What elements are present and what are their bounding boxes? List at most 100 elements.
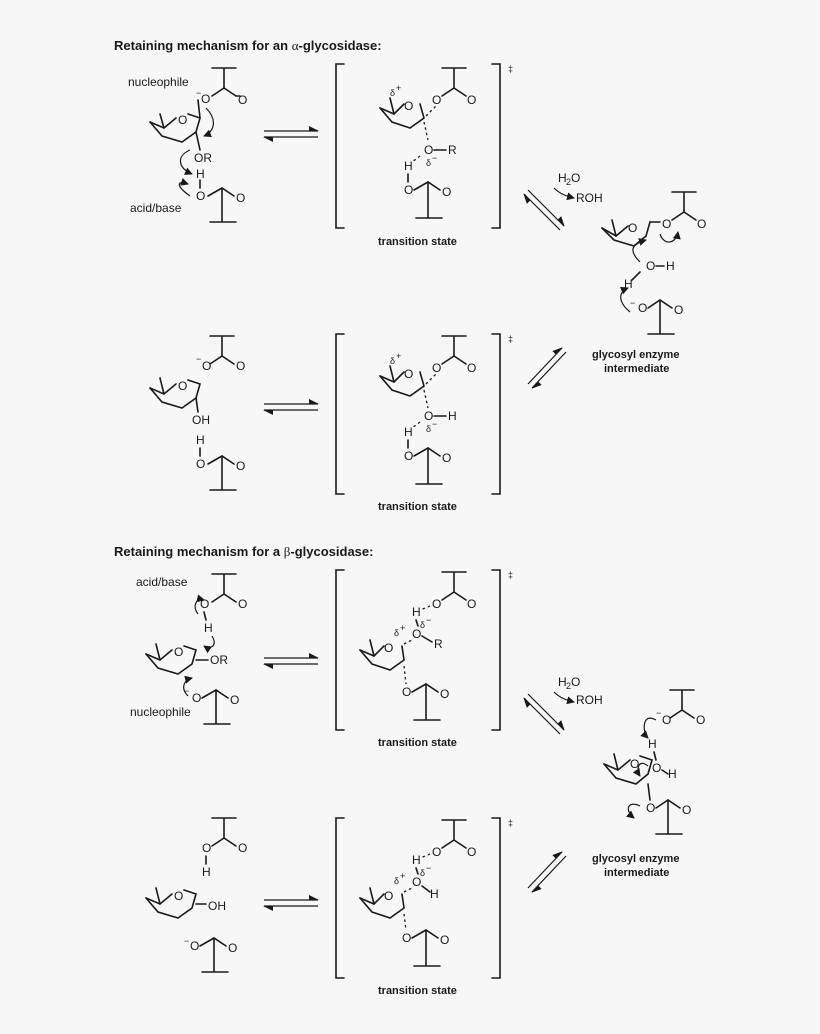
svg-text:O: O xyxy=(674,303,683,317)
svg-text:O: O xyxy=(628,221,637,235)
step-arrow-beta-return xyxy=(527,851,567,893)
svg-text:O: O xyxy=(384,889,393,903)
svg-text:OH: OH xyxy=(208,899,226,913)
svg-text:O: O xyxy=(236,459,245,473)
svg-text:H: H xyxy=(202,865,211,879)
svg-text:δ: δ xyxy=(420,868,425,878)
svg-text:−: − xyxy=(432,419,437,429)
svg-text:O: O xyxy=(412,875,421,889)
section-title-beta: Retaining mechanism for a β-glycosidase: xyxy=(114,544,373,559)
svg-text:glycosyl enzyme: glycosyl enzyme xyxy=(592,853,679,865)
svg-text:‡: ‡ xyxy=(508,818,513,828)
svg-text:O: O xyxy=(202,841,211,855)
equilibrium-arrow-1 xyxy=(263,126,319,142)
svg-text:O: O xyxy=(174,889,183,903)
svg-text:O: O xyxy=(238,597,247,611)
svg-text:nucleophile: nucleophile xyxy=(130,705,191,719)
svg-text:O: O xyxy=(646,259,655,273)
svg-text:OR: OR xyxy=(210,653,228,667)
svg-text:+: + xyxy=(400,871,405,881)
nucleophile-label: nucleophile xyxy=(128,75,189,89)
svg-text:δ: δ xyxy=(420,620,425,630)
svg-text:O: O xyxy=(230,693,239,707)
svg-text:O: O xyxy=(201,92,210,106)
svg-text:+: + xyxy=(396,83,401,93)
svg-text:δ: δ xyxy=(394,628,399,638)
svg-text:−: − xyxy=(432,153,437,163)
svg-text:2: 2 xyxy=(566,177,571,187)
svg-text:H: H xyxy=(196,433,205,447)
svg-text:R: R xyxy=(434,637,443,651)
svg-text:R: R xyxy=(448,143,457,157)
svg-text:O: O xyxy=(432,361,441,375)
step-arrow-water-entry-beta: H 2 O ROH xyxy=(523,675,603,735)
svg-text:O: O xyxy=(236,191,245,205)
svg-text:δ: δ xyxy=(426,424,431,434)
svg-text:H: H xyxy=(624,277,633,291)
svg-text:O: O xyxy=(432,93,441,107)
svg-text:H: H xyxy=(412,853,421,867)
svg-text:O: O xyxy=(442,451,451,465)
svg-text:O: O xyxy=(440,933,449,947)
svg-text:H: H xyxy=(558,171,567,185)
svg-text:‡: ‡ xyxy=(508,334,513,344)
svg-text:−: − xyxy=(184,936,189,946)
svg-text:H: H xyxy=(204,621,213,635)
svg-text:O: O xyxy=(467,361,476,375)
step-arrow-water-entry-alpha: H 2 O ROH xyxy=(523,171,603,231)
svg-text:+: + xyxy=(400,623,405,633)
svg-text:O: O xyxy=(571,675,580,689)
svg-text:O: O xyxy=(200,597,209,611)
svg-text:ROH: ROH xyxy=(576,693,603,707)
section-title-alpha: Retaining mechanism for an α-glycosidase… xyxy=(114,38,382,53)
svg-text:O: O xyxy=(402,685,411,699)
svg-text:O: O xyxy=(662,713,671,727)
svg-text:δ: δ xyxy=(394,876,399,886)
equilibrium-arrow-3 xyxy=(263,653,319,669)
svg-text:2: 2 xyxy=(566,681,571,691)
svg-text:O: O xyxy=(384,641,393,655)
svg-text:O: O xyxy=(228,941,237,955)
transition-state-2: ‡ O O δ + O O H δ − H O O transition sta… xyxy=(335,333,513,513)
transition-state-1: ‡ O O δ + O O R δ − H O O transition sta… xyxy=(335,63,513,248)
svg-text:O: O xyxy=(404,183,413,197)
svg-text:O: O xyxy=(178,113,187,127)
svg-text:−: − xyxy=(656,708,661,718)
svg-text:−: − xyxy=(426,863,431,873)
svg-text:H: H xyxy=(404,425,413,439)
svg-text:OH: OH xyxy=(192,413,210,427)
svg-text:O: O xyxy=(174,645,183,659)
svg-text:δ: δ xyxy=(390,356,395,366)
svg-text:O: O xyxy=(404,367,413,381)
product-beta-hemiacetal: O O H O OH − O O xyxy=(145,817,247,973)
svg-text:glycosyl enzyme: glycosyl enzyme xyxy=(592,349,679,361)
svg-text:H: H xyxy=(404,159,413,173)
svg-text:O: O xyxy=(178,379,187,393)
svg-text:transition state: transition state xyxy=(378,236,457,248)
equilibrium-arrow-4 xyxy=(263,895,319,911)
svg-text:transition state: transition state xyxy=(378,737,457,749)
svg-text:O: O xyxy=(571,171,580,185)
svg-text:δ: δ xyxy=(426,158,431,168)
svg-text:−: − xyxy=(630,298,635,308)
svg-text:transition state: transition state xyxy=(378,501,457,513)
svg-text:−: − xyxy=(184,686,189,696)
svg-text:O: O xyxy=(238,93,247,107)
svg-text:‡: ‡ xyxy=(508,570,513,580)
svg-text:−: − xyxy=(426,615,431,625)
glycosyl-enzyme-intermediate-beta: − O O H O H O O O glycosyl enzyme interm… xyxy=(592,689,705,879)
svg-text:O: O xyxy=(638,301,647,315)
transition-state-3: ‡ O O H O δ − R δ + O O O transition sta… xyxy=(335,569,513,749)
svg-text:intermediate: intermediate xyxy=(604,867,669,879)
svg-text:O: O xyxy=(467,597,476,611)
svg-text:O: O xyxy=(404,99,413,113)
svg-text:O: O xyxy=(646,801,655,815)
svg-text:O: O xyxy=(402,931,411,945)
step-arrow-alpha-return xyxy=(527,347,567,389)
product-alpha-hemiacetal: − O O O OH H O O xyxy=(149,335,245,491)
svg-text:O: O xyxy=(467,845,476,859)
svg-text:O: O xyxy=(630,757,639,771)
svg-text:O: O xyxy=(404,449,413,463)
svg-text:O: O xyxy=(652,761,661,775)
svg-text:O: O xyxy=(440,687,449,701)
